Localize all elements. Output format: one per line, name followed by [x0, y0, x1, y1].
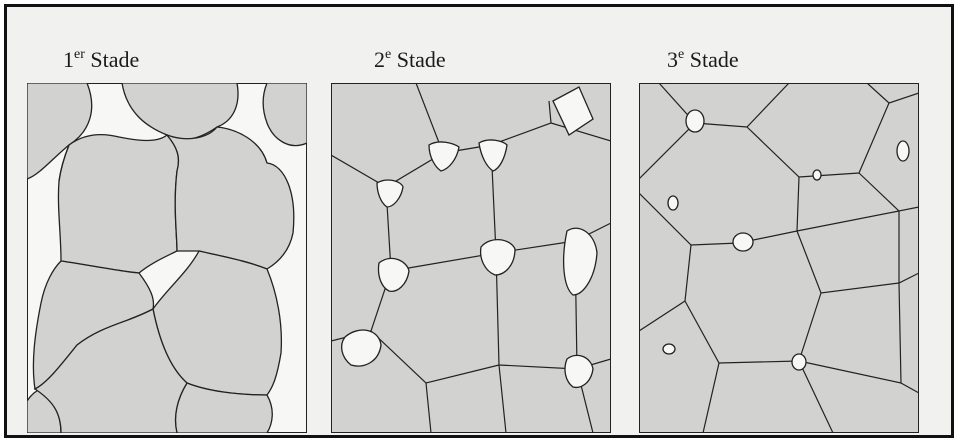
stage-2-panel [331, 83, 611, 433]
stage-1-panel [27, 83, 307, 433]
stage-2-microstructure [331, 83, 611, 433]
stage-3-panel [639, 83, 919, 433]
figure-frame: 1er Stade 2e Stade 3e Stade [4, 4, 954, 438]
stage-3-microstructure [639, 83, 919, 433]
pore [686, 110, 704, 132]
stage-1-microstructure [27, 83, 307, 433]
grain [58, 135, 178, 273]
pore [813, 170, 821, 180]
pore [733, 233, 753, 251]
stage-1-title: 1er Stade [63, 47, 139, 73]
pore [668, 196, 678, 210]
pore [663, 344, 675, 354]
stage-3-title: 3e Stade [667, 47, 739, 73]
stage-2-title: 2e Stade [374, 47, 446, 73]
pore [897, 141, 909, 161]
pore [792, 354, 806, 370]
grain-background [639, 83, 919, 433]
